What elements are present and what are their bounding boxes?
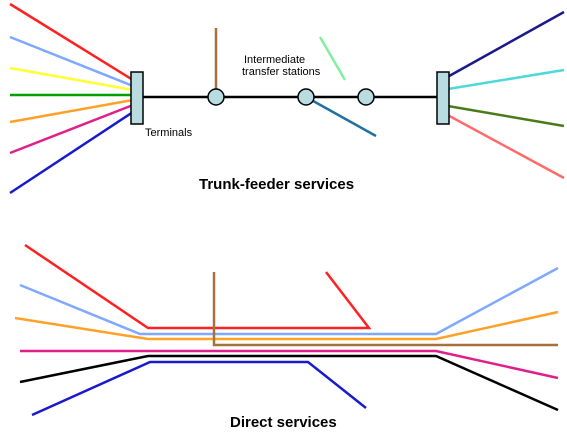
feeder-light-green — [318, 36, 347, 81]
direct-route-red — [24, 243, 372, 330]
direct-services-title: Direct services — [230, 414, 337, 431]
direct-route-orange — [14, 310, 559, 341]
direct-route-light-blue — [19, 266, 559, 336]
direct-route-navy — [31, 360, 367, 417]
right-feeder-cyan — [441, 68, 565, 92]
direct-route-black — [19, 354, 559, 412]
right-feeder-dark-green — [441, 103, 565, 128]
left-feeder-light-blue — [9, 35, 134, 88]
feeder-teal — [305, 95, 377, 138]
left-feeder-navy — [9, 110, 134, 195]
intermediate-label-line2: transfer stations — [242, 66, 321, 78]
direct-route-brown — [212, 272, 558, 347]
right-feeder-salmon — [441, 110, 565, 180]
direct-route-magenta — [20, 349, 559, 380]
station-3 — [357, 88, 375, 106]
trunk-feeder-title: Trunk-feeder services — [199, 176, 355, 193]
station-2 — [297, 88, 315, 106]
left-feeder-red — [9, 2, 134, 82]
intermediate-label-line1: Intermediate — [244, 54, 306, 66]
terminals-label: Terminals — [145, 127, 193, 139]
left-terminal — [130, 71, 144, 125]
right-feeder-navy — [441, 10, 565, 82]
station-1 — [207, 88, 225, 106]
left-feeder-yellow — [9, 66, 134, 92]
right-terminal — [436, 71, 450, 125]
left-feeder-orange — [9, 98, 134, 124]
left-feeder-magenta — [9, 103, 134, 155]
